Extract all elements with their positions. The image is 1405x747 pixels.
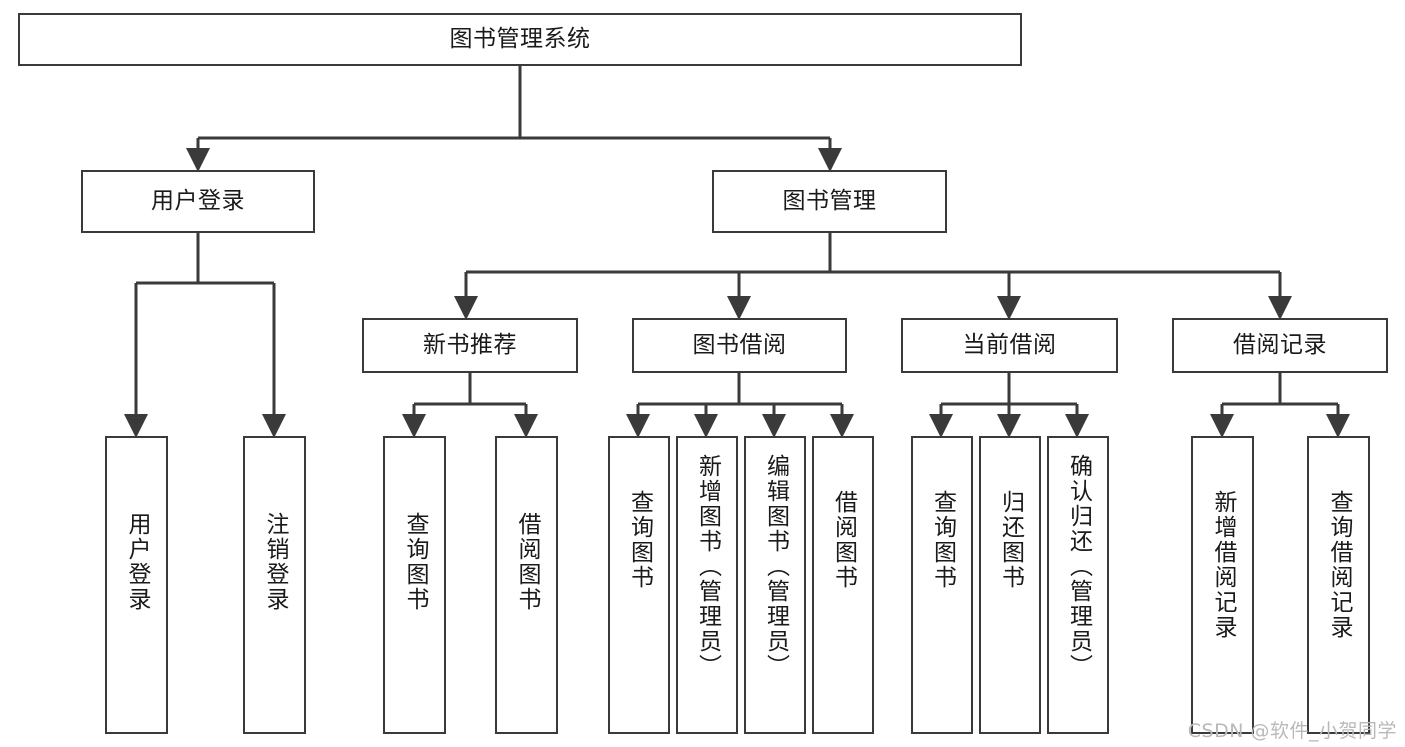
node-book-borrow[interactable]: 图书借阅 [632,318,847,373]
leaf-current-borrow-query[interactable]: 查询图书 [911,436,973,734]
node-book-borrow-label: 图书借阅 [692,331,787,358]
leaf-new-book-query[interactable]: 查询图书 [383,436,446,734]
leaf-user-login-login[interactable]: 用户登录 [105,436,168,734]
leaf-book-borrow-borrow-label: 借阅图书 [830,490,857,590]
node-book-manage-label: 图书管理 [782,187,877,214]
leaf-borrow-record-add[interactable]: 新增借阅记录 [1191,436,1254,734]
leaf-book-borrow-query-label: 查询图书 [626,490,653,590]
leaf-book-borrow-add[interactable]: 新增图书（管理员） [676,436,738,734]
leaf-borrow-record-query[interactable]: 查询借阅记录 [1307,436,1370,734]
leaf-current-borrow-query-label: 查询图书 [929,490,956,590]
node-user-login[interactable]: 用户登录 [81,170,315,233]
node-book-manage[interactable]: 图书管理 [712,170,947,233]
leaf-current-borrow-confirm[interactable]: 确认归还（管理员） [1047,436,1109,734]
leaf-current-borrow-confirm-label: 确认归还（管理员） [1065,454,1092,679]
leaf-borrow-record-query-label: 查询借阅记录 [1326,490,1352,640]
leaf-book-borrow-edit[interactable]: 编辑图书（管理员） [744,436,806,734]
leaf-borrow-record-add-label: 新增借阅记录 [1210,490,1236,640]
leaf-new-book-query-label: 查询图书 [402,512,428,612]
leaf-book-borrow-query[interactable]: 查询图书 [608,436,670,734]
node-root-label: 图书管理系统 [449,25,591,52]
node-new-book-recommend-label: 新书推荐 [423,331,517,358]
node-root[interactable]: 图书管理系统 [18,13,1022,66]
leaf-current-borrow-return[interactable]: 归还图书 [979,436,1041,734]
leaf-current-borrow-return-label: 归还图书 [997,490,1024,590]
node-current-borrow-label: 当前借阅 [962,331,1057,358]
node-new-book-recommend[interactable]: 新书推荐 [362,318,578,373]
leaf-user-login-login-label: 用户登录 [124,512,150,612]
watermark-text: CSDN @软件_小贺同学 [1187,720,1397,742]
node-user-login-label: 用户登录 [151,187,245,214]
leaf-book-borrow-borrow[interactable]: 借阅图书 [812,436,874,734]
leaf-user-login-logout[interactable]: 注销登录 [243,436,306,734]
node-borrow-record-label: 借阅记录 [1233,331,1327,358]
node-borrow-record[interactable]: 借阅记录 [1172,318,1388,373]
leaf-user-login-logout-label: 注销登录 [262,512,288,612]
leaf-new-book-borrow-label: 借阅图书 [514,512,540,612]
leaf-book-borrow-add-label: 新增图书（管理员） [694,454,721,679]
leaf-book-borrow-edit-label: 编辑图书（管理员） [762,454,789,679]
leaf-new-book-borrow[interactable]: 借阅图书 [495,436,558,734]
node-current-borrow[interactable]: 当前借阅 [901,318,1118,373]
